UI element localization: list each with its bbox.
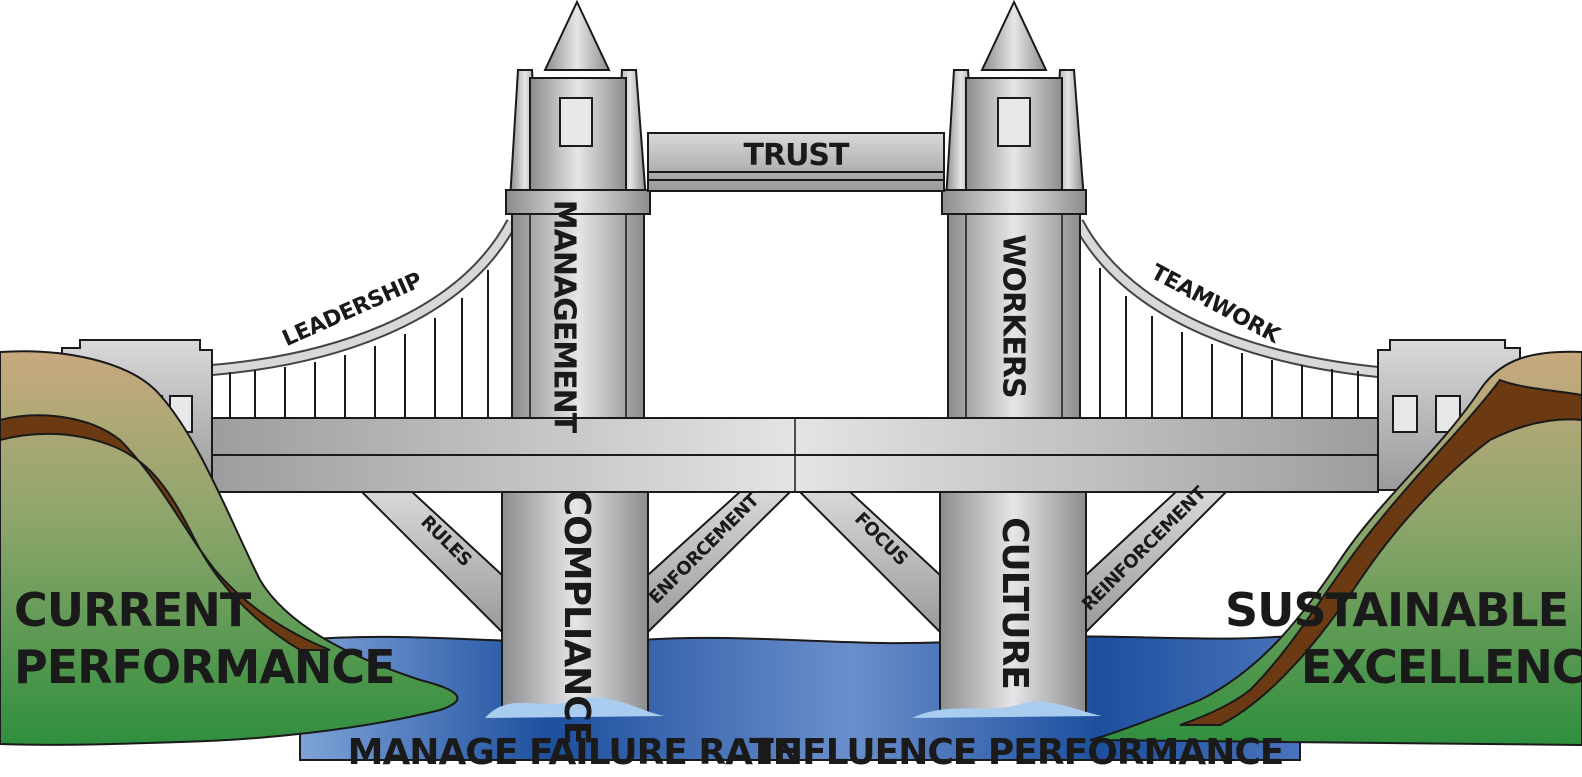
right-suspension bbox=[1072, 219, 1379, 418]
reinforcement-label: REINFORCEMENT bbox=[1078, 482, 1211, 615]
left-bank bbox=[0, 350, 459, 746]
management-label: MANAGEMENT bbox=[547, 200, 582, 434]
current-label: CURRENT bbox=[14, 583, 252, 637]
culture-label: CULTURE bbox=[994, 517, 1035, 689]
left-suspension bbox=[211, 219, 518, 418]
deck bbox=[211, 417, 1379, 493]
braces bbox=[357, 489, 1231, 635]
workers-label: WORKERS bbox=[996, 234, 1031, 397]
trust-beam bbox=[647, 132, 945, 192]
left-tower bbox=[505, 0, 651, 419]
enforcement-label: ENFORCEMENT bbox=[645, 489, 764, 608]
piers bbox=[485, 489, 1102, 718]
excellence-label: EXCELLENCE bbox=[1301, 640, 1582, 694]
right-tower bbox=[941, 0, 1087, 419]
right-bank bbox=[1089, 350, 1582, 747]
trust-label: TRUST bbox=[744, 138, 851, 173]
performance-label: PERFORMANCE bbox=[14, 640, 395, 694]
sustainable-label: SUSTAINABLE bbox=[1225, 583, 1568, 637]
influence-performance-label: INFLUENCE PERFORMANCE bbox=[761, 732, 1284, 773]
compliance-label: COMPLIANCE bbox=[556, 490, 597, 745]
manage-failure-rate-label: MANAGE FAILURE RATE bbox=[348, 732, 797, 773]
